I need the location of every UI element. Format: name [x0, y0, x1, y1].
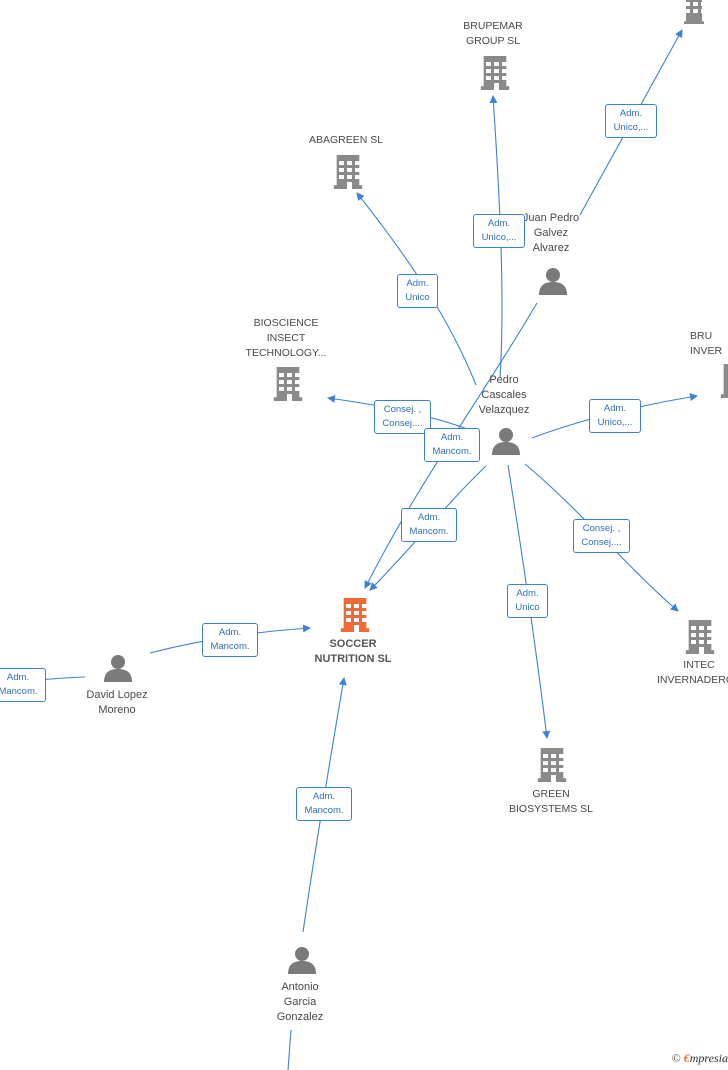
edge-label-bioscience[interactable]: Consej. , Consej....	[374, 400, 431, 434]
brand-name: mpresia	[689, 1051, 728, 1065]
edge-label-left-david[interactable]: Adm. Mancom.	[0, 668, 46, 702]
person-icon[interactable]	[104, 655, 132, 682]
person-label-juan[interactable]: Juan Pedro Galvez Alvarez	[522, 212, 580, 254]
person-label-david[interactable]: David Lopez Moreno	[86, 689, 148, 716]
edge-label-top-right[interactable]: Adm. Unico,...	[605, 104, 657, 138]
copyright-symbol: ©	[671, 1051, 681, 1065]
company-label-bru-inver[interactable]: BRU INVER	[690, 330, 723, 357]
edge-label-pedro-soccer-2[interactable]: Adm. Mancom.	[401, 508, 457, 542]
company-label-green-biosystems[interactable]: GREEN BIOSYSTEMS SL	[508, 788, 594, 815]
person-icon[interactable]	[539, 268, 567, 295]
edge-label-pedro-soccer-1[interactable]: Adm. Mancom.	[424, 428, 480, 462]
person-icon[interactable]	[288, 947, 316, 974]
building-windows	[279, 2, 712, 782]
brand-watermark: © €mpresia	[672, 1051, 728, 1066]
edge-label-brupemar[interactable]: Adm. Unico,...	[473, 214, 525, 248]
edge-label-david-soccer[interactable]: Adm. Mancom.	[202, 623, 258, 657]
person-label-pedro[interactable]: Pedro Cascales Velazquez	[478, 374, 530, 416]
company-label-soccer-nutrition[interactable]: SOCCER NUTRITION SL	[314, 638, 392, 665]
person-icon[interactable]	[492, 428, 520, 455]
person-icons	[104, 268, 567, 974]
company-label-brupemar[interactable]: BRUPEMAR GROUP SL	[463, 20, 523, 47]
edge-bottom-antonio	[287, 1029, 292, 1070]
edge-label-abagreen[interactable]: Adm. Unico	[397, 274, 438, 308]
company-label-intec[interactable]: INTEC INVERNADEROS	[656, 659, 728, 686]
building-icon[interactable]	[720, 364, 728, 398]
person-label-antonio[interactable]: Antonio Garcia Gonzalez	[276, 981, 324, 1023]
company-label-bioscience[interactable]: BIOSCIENCE INSECT TECHNOLOGY...	[245, 317, 327, 359]
edge-label-bru-inver[interactable]: Adm. Unico,...	[589, 399, 641, 433]
edge-label-antonio-soccer[interactable]: Adm. Mancom.	[296, 787, 352, 821]
edge-label-intec[interactable]: Consej. , Consej....	[573, 519, 630, 553]
company-label-abagreen[interactable]: ABAGREEN SL	[308, 134, 384, 146]
brand-logo-e: €	[683, 1051, 690, 1065]
edge-label-green[interactable]: Adm. Unico	[507, 584, 548, 618]
